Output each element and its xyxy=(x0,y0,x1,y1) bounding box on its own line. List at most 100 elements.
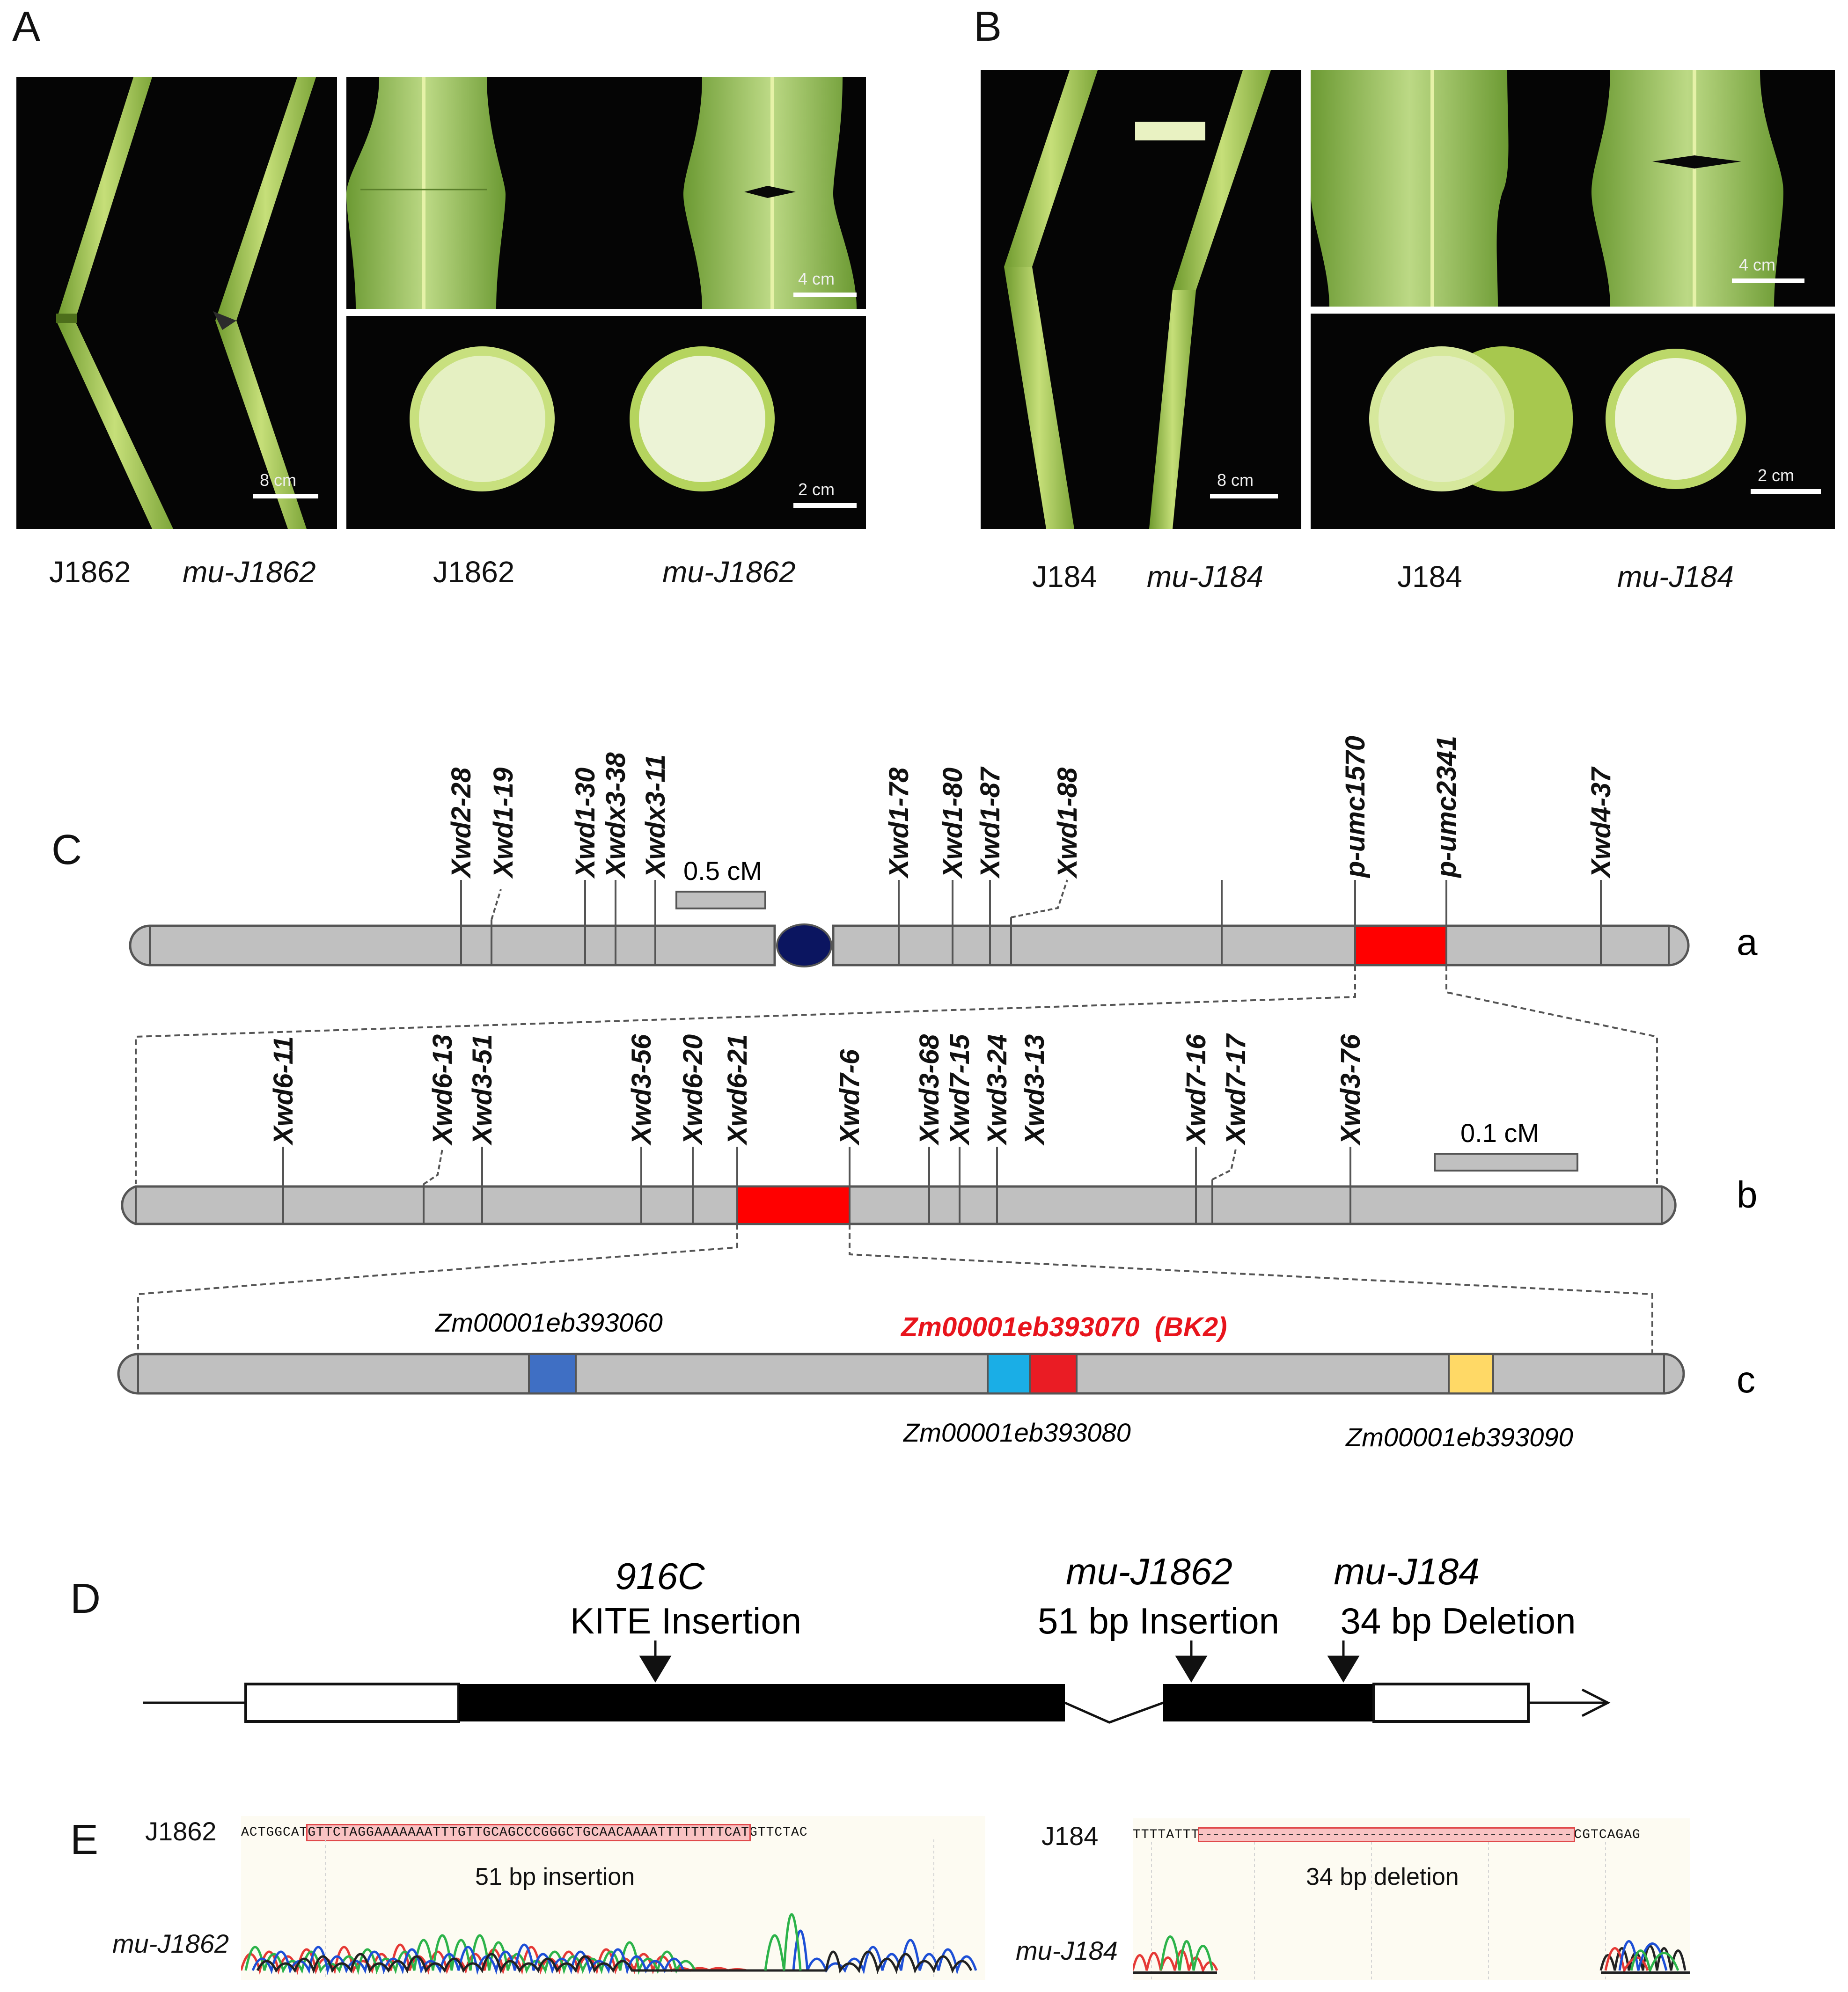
marker-a-2: Xwd1-30 xyxy=(570,768,601,879)
gene-label-393090: Zm00001eb393090 xyxy=(1345,1422,1573,1451)
gene-label-393060: Zm00001eb393060 xyxy=(434,1308,663,1337)
scale-bar-section-b xyxy=(1751,489,1821,494)
marker-a-5: Xwd1-78 xyxy=(884,767,914,879)
marker-a-9: p-umc1570 xyxy=(1340,736,1371,879)
stem-photo-b: 8 cm xyxy=(981,70,1301,529)
scale-label-stem-b: 8 cm xyxy=(1217,470,1254,490)
panel-label-b: B xyxy=(974,3,1002,50)
scale-label-leaf-b: 4 cm xyxy=(1739,255,1776,274)
utr-5 xyxy=(244,1683,460,1723)
right-wt-label: J184 xyxy=(1041,1821,1099,1851)
del-desc: 34 bp Deletion xyxy=(1340,1600,1576,1641)
marker-b-6: Xwd7-6 xyxy=(835,1049,865,1146)
marker-a-7: Xwd1-87 xyxy=(975,766,1005,879)
chromosome-c xyxy=(117,1353,1685,1395)
interval-b xyxy=(736,1186,851,1225)
marker-b-12: Xwd7-17 xyxy=(1221,1033,1251,1146)
seq-left-pre: ACTGGCAT xyxy=(241,1825,308,1840)
leaf-photo-a: 4 cm xyxy=(346,77,866,309)
del-name: mu-J184 xyxy=(1334,1551,1479,1592)
scale-label-section-b: 2 cm xyxy=(1758,466,1795,485)
scale-bar-leaf-a xyxy=(793,293,857,297)
centromere xyxy=(776,923,832,967)
gene-label-393080: Zm00001eb393080 xyxy=(902,1418,1131,1447)
marker-a-0: Xwd2-28 xyxy=(446,767,477,879)
marker-b-11: Xwd7-16 xyxy=(1181,1034,1211,1146)
section-photo-b: 2 cm xyxy=(1311,314,1835,529)
insertion-arrow-mu-j1862 xyxy=(1175,1655,1208,1683)
marker-a-1: Xwd1-19 xyxy=(488,768,519,879)
marker-a-11: Xwd4-37 xyxy=(1586,766,1616,879)
marker-b-0: Xwd6-11 xyxy=(268,1036,299,1146)
seq-right-pre: TTTTATTT xyxy=(1133,1828,1200,1842)
gene-block-393090 xyxy=(1448,1353,1494,1394)
scale-bar-b xyxy=(1434,1153,1578,1172)
section-illustration-a xyxy=(410,346,775,491)
genetic-map: Xwd2-28 Xwd1-19 Xwd1-30 Xwdx3-38 Xwdx3-1… xyxy=(117,736,1758,1451)
leaf-label-wt-b: J184 xyxy=(1397,560,1462,593)
leaf-illustration-a xyxy=(346,77,857,309)
scale-label-b: 0.1 cM xyxy=(1460,1118,1539,1148)
marker-b-13: Xwd3-76 xyxy=(1335,1034,1366,1146)
ins1-desc: KITE Insertion xyxy=(570,1600,801,1641)
ins1-name: 916C xyxy=(615,1555,705,1597)
gene-block-393080 xyxy=(987,1353,1031,1394)
marker-a-10: p-umc2341 xyxy=(1431,736,1462,879)
gene-structure: 916C KITE Insertion mu-J1862 51 bp Inser… xyxy=(143,1551,1611,1724)
scale-bar-stem-b xyxy=(1210,494,1278,498)
stem-label-mut-a: mu-J1862 xyxy=(183,555,316,589)
leaf-label-mut-b: mu-J184 xyxy=(1617,560,1734,593)
row-label-a: a xyxy=(1737,921,1758,963)
stem-label-mut-b: mu-J184 xyxy=(1147,560,1263,593)
marker-b-3: Xwd3-56 xyxy=(626,1034,657,1146)
scale-bar-leaf-b xyxy=(1732,278,1804,283)
seq-left-insert: GTTCTAGGAAAAAAATTTGTTGCAGCCCGGGCTGCAACAA… xyxy=(306,1824,751,1841)
row-label-b: b xyxy=(1737,1174,1758,1216)
scale-bar-a xyxy=(675,891,766,909)
leaf-label-mut-a: mu-J1862 xyxy=(662,555,796,589)
sequence-left: ACTGGCATGTTCTAGGAAAAAAATTTGTTGCAGCCCGGGC… xyxy=(241,1824,808,1841)
marker-a-4: Xwdx3-11 xyxy=(640,754,671,879)
marker-b-2: Xwd3-51 xyxy=(467,1034,498,1146)
marker-a-3: Xwdx3-38 xyxy=(601,752,631,879)
stem-label-wt-a: J1862 xyxy=(49,555,131,589)
marker-b-4: Xwd6-20 xyxy=(678,1034,708,1146)
stem-label-wt-b: J184 xyxy=(1032,560,1097,593)
gene-label-bk2: Zm00001eb393070 (BK2) xyxy=(900,1312,1227,1342)
insertion-note: 51 bp insertion xyxy=(475,1863,635,1890)
marker-a-6: Xwd1-80 xyxy=(938,768,968,879)
arrow-right-icon xyxy=(1581,1688,1611,1717)
scale-label-section-a: 2 cm xyxy=(798,480,835,499)
ins2-name: mu-J1862 xyxy=(1066,1551,1232,1592)
stem-photo-a: 8 cm xyxy=(16,77,337,529)
panel-label-e: E xyxy=(70,1816,99,1863)
panel-label-a: A xyxy=(12,3,41,50)
stem-illustration-b xyxy=(1004,70,1271,529)
marker-b-9: Xwd3-24 xyxy=(982,1034,1012,1146)
section-illustration-b xyxy=(1369,346,1746,491)
chromosome-a xyxy=(129,879,1690,967)
scale-bar-stem-a xyxy=(253,494,318,498)
left-wt-label: J1862 xyxy=(145,1816,217,1846)
right-mut-label: mu-J184 xyxy=(1016,1936,1118,1965)
scale-label-stem-a: 8 cm xyxy=(260,470,297,490)
marker-a-8: Xwd1-88 xyxy=(1052,767,1083,879)
trace-right xyxy=(1133,1842,1690,1980)
exon-1 xyxy=(459,1684,1065,1721)
marker-b-7: Xwd3-68 xyxy=(914,1034,945,1146)
seq-right-deletion xyxy=(1198,1827,1576,1842)
section-photo-a: 2 cm xyxy=(346,316,866,529)
chromosome-b xyxy=(121,1147,1677,1225)
trace-left xyxy=(241,1839,977,1980)
insertion-arrow-916c xyxy=(639,1655,672,1683)
marker-b-10: Xwd3-13 xyxy=(1019,1034,1050,1146)
stem-illustration-a xyxy=(56,77,316,529)
marker-b-1: Xwd6-13 xyxy=(427,1034,458,1146)
scale-label-a: 0.5 cM xyxy=(683,856,762,886)
leaf-illustration-b xyxy=(1311,70,1783,307)
leaf-photo-b: 4 cm xyxy=(1311,70,1835,307)
intron xyxy=(1064,1701,1164,1724)
gene-block-393070 xyxy=(1029,1353,1078,1394)
